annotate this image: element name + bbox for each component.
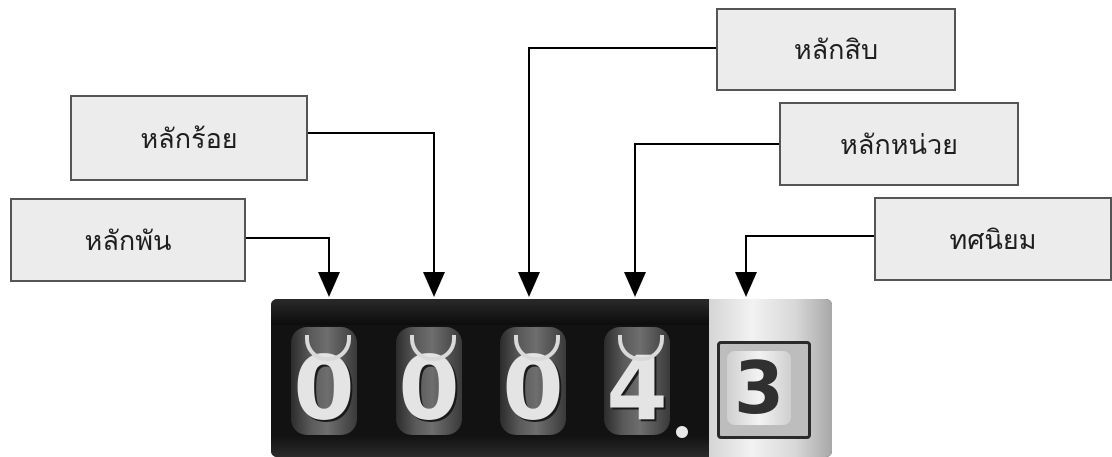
wheel-thousands: 0	[291, 327, 357, 435]
wheel-hundreds: 0	[396, 327, 462, 435]
connector-decimal	[745, 235, 874, 272]
arrowhead-units	[624, 272, 646, 297]
label-thousands: หลักพัน	[84, 225, 172, 257]
odometer-meter: 0 0 0 4 3	[271, 299, 832, 457]
connector-thousands	[246, 237, 330, 272]
label-hundreds: หลักร้อย	[140, 123, 238, 155]
label-decimal: ทศนิยม	[949, 224, 1037, 256]
connector-tens	[528, 47, 716, 272]
digit-units: 4	[606, 337, 668, 435]
connector-hundreds	[308, 132, 435, 272]
arrowhead-tens	[518, 272, 540, 297]
digit-hundreds: 0	[398, 337, 460, 435]
wheel-units: 4	[604, 327, 670, 435]
label-box-decimal: ทศนิยม	[874, 197, 1112, 281]
label-box-hundreds: หลักร้อย	[70, 95, 308, 181]
arrowhead-decimal	[735, 272, 757, 297]
label-box-thousands: หลักพัน	[10, 198, 246, 282]
label-units: หลักหน่วย	[840, 129, 958, 161]
arrowhead-thousands	[318, 272, 340, 297]
digit-tens: 0	[502, 337, 564, 435]
label-box-tens: หลักสิบ	[716, 8, 956, 91]
label-box-units: หลักหน่วย	[779, 102, 1019, 186]
wheel-tens: 0	[500, 327, 566, 435]
connector-units	[634, 143, 779, 272]
meter-bottom-strip	[271, 435, 832, 457]
digit-thousands: 0	[293, 337, 355, 435]
decimal-point	[676, 426, 688, 438]
label-tens: หลักสิบ	[793, 35, 879, 66]
digit-decimal: 3	[727, 346, 791, 430]
arrowhead-hundreds	[423, 272, 445, 297]
